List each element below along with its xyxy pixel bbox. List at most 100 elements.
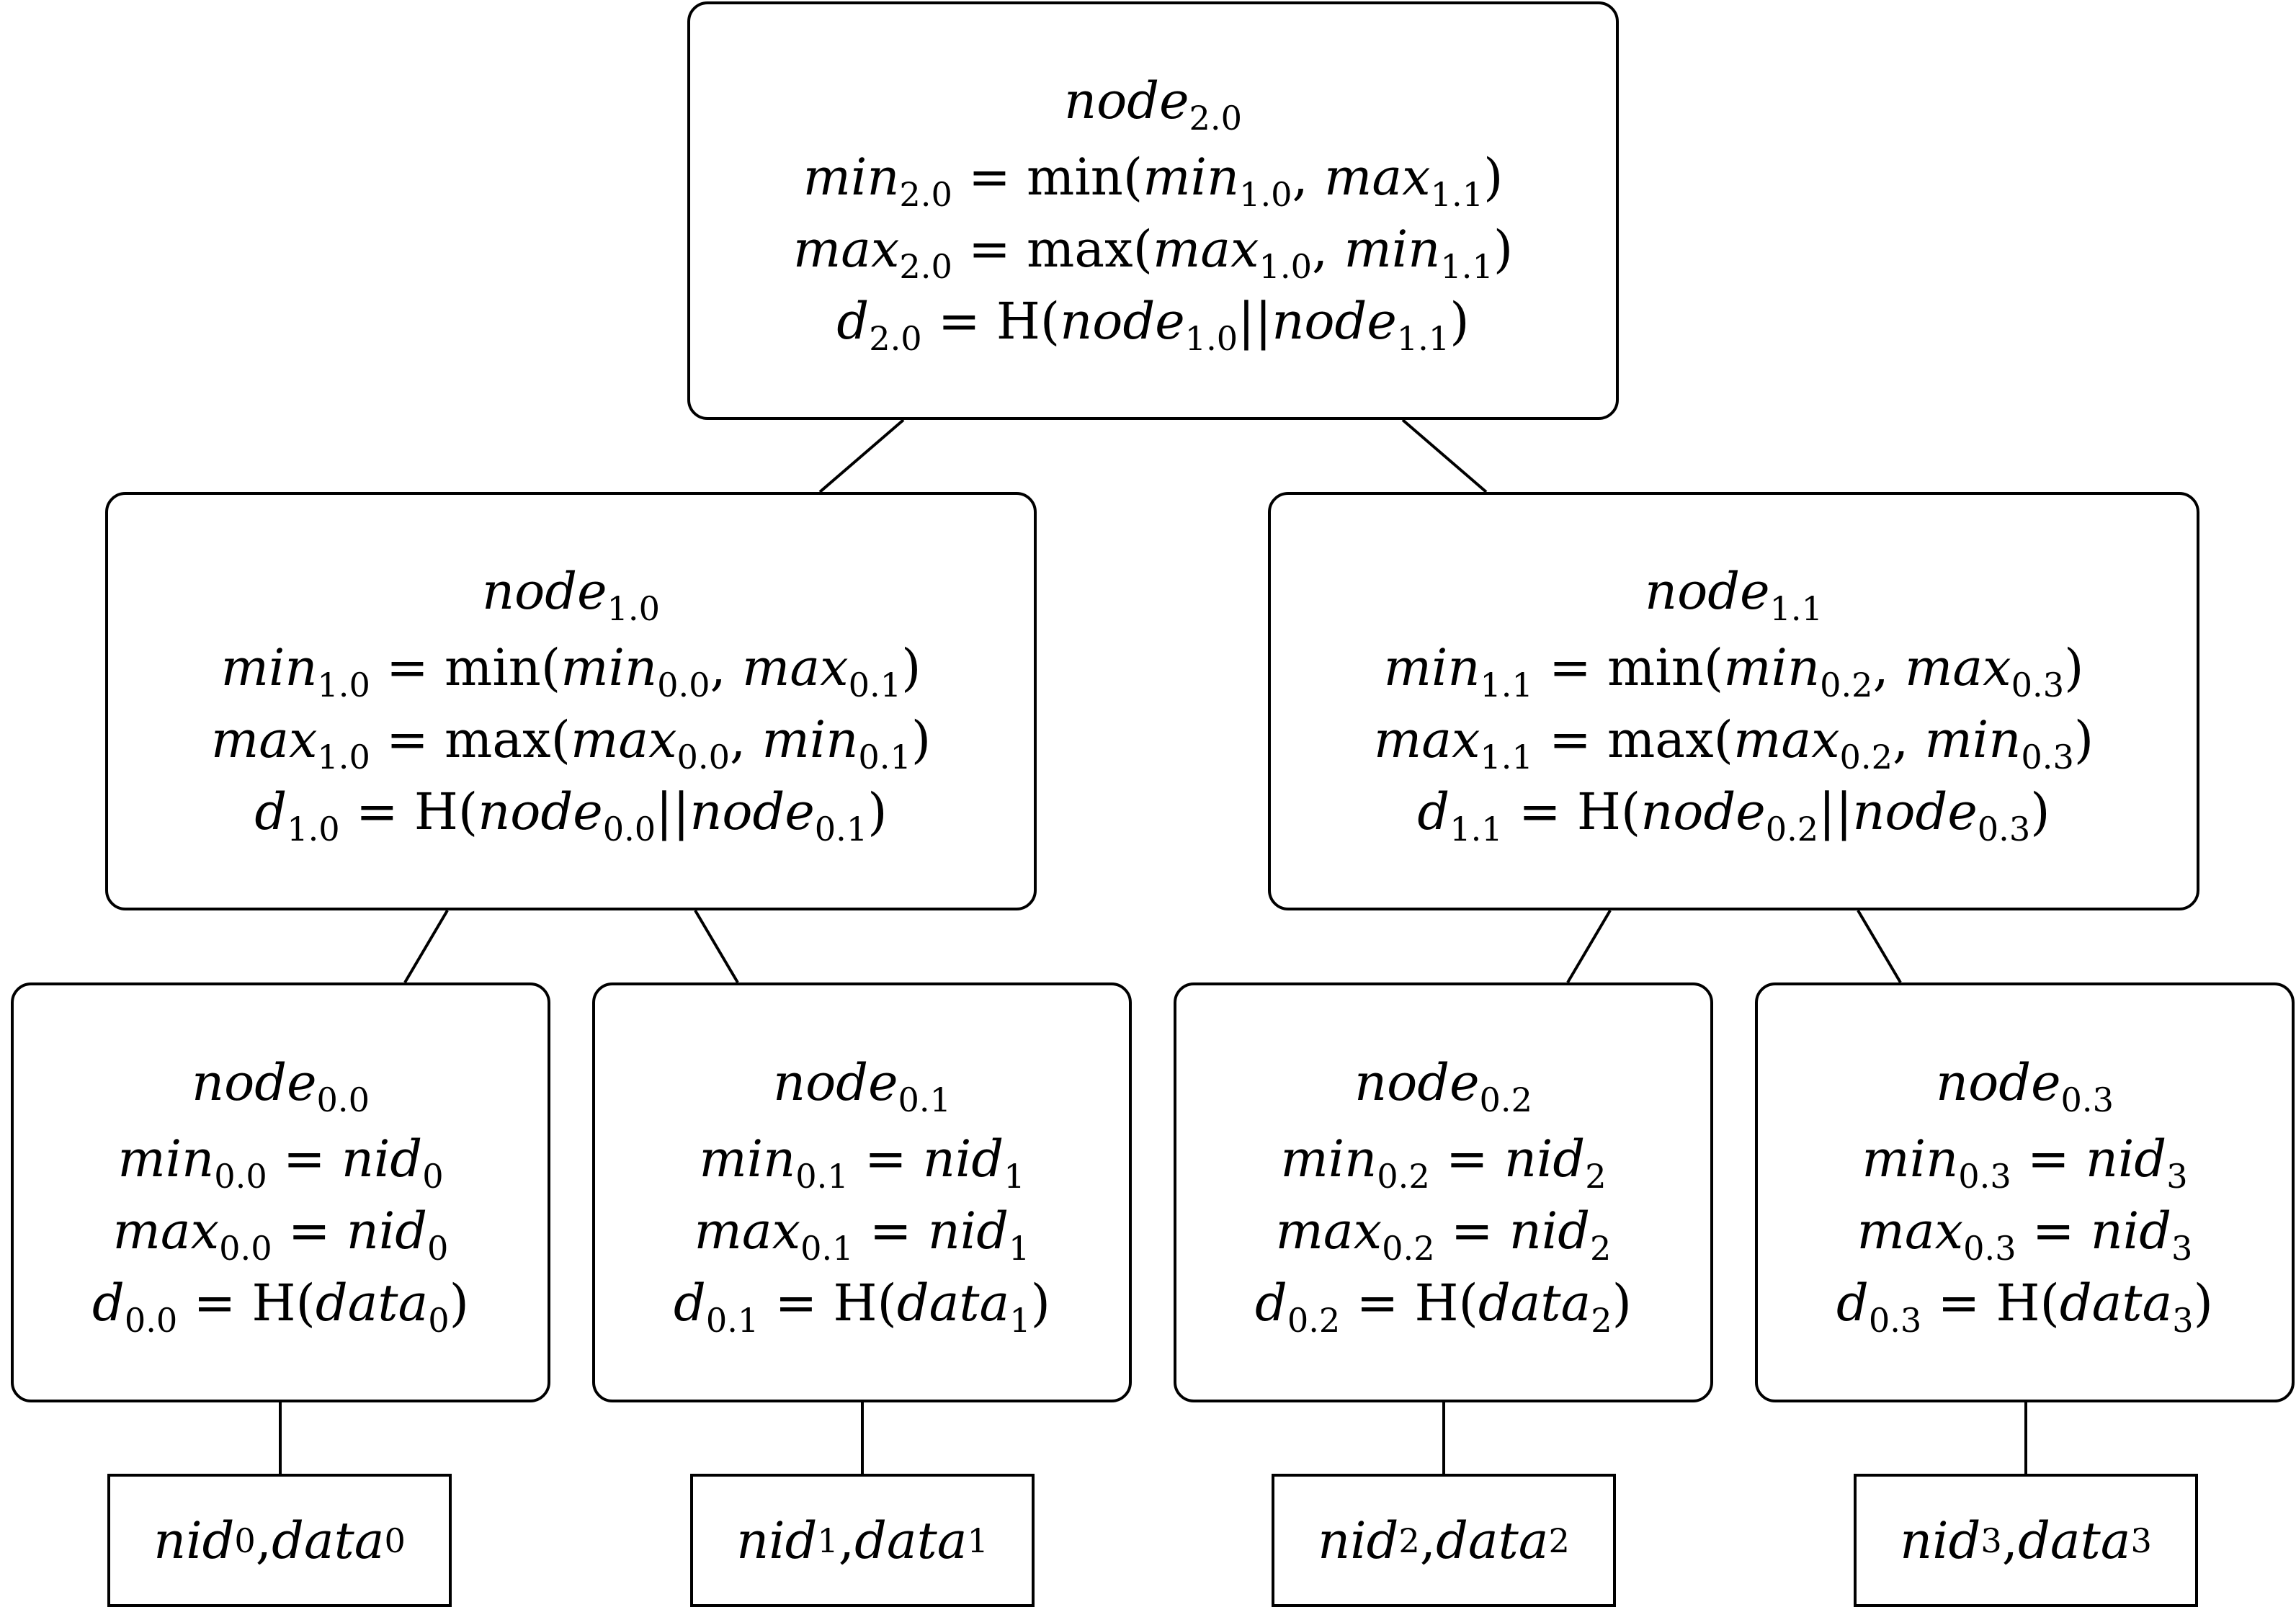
subscript: 1.0: [1184, 318, 1238, 358]
edge-n11-n03: [1857, 909, 1902, 984]
symbol: d: [674, 1273, 706, 1333]
operator: ): [1030, 1273, 1050, 1333]
operator: ||: [1238, 291, 1272, 351]
operator: ,: [1419, 1510, 1437, 1570]
operator: ,: [1292, 147, 1325, 207]
subscript: 0.1: [848, 665, 902, 704]
symbol: min: [699, 1129, 796, 1189]
operator: ): [867, 782, 888, 841]
symbol: nid: [2085, 1129, 2167, 1189]
operator: ): [1449, 291, 1470, 351]
symbol: nid: [1509, 1201, 1591, 1261]
subscript: 2: [1585, 1156, 1607, 1196]
operator: ,: [1872, 637, 1906, 697]
symbol: node: [1354, 1052, 1480, 1112]
node-1-1: node1.1 min1.1 = min(min0.2, max0.3) max…: [1268, 492, 2199, 910]
symbol: nid: [341, 1129, 423, 1189]
operator: ): [1612, 1273, 1632, 1333]
node-2-0: node2.0 min2.0 = min(min1.0, max1.1) max…: [687, 1, 1619, 420]
subscript: 1: [1004, 1156, 1025, 1196]
operator: = max(: [370, 710, 571, 769]
subscript: 3: [2172, 1300, 2194, 1340]
digest-formula: d0.1 = H(data1): [674, 1267, 1050, 1339]
operator: ): [901, 637, 921, 697]
digest-formula: d1.1 = H(node0.2||node0.3): [1417, 776, 2050, 848]
symbol: nid: [927, 1201, 1009, 1261]
operator: ,: [1312, 219, 1344, 279]
symbol: nid: [1318, 1510, 1399, 1570]
subscript: 1: [1009, 1300, 1031, 1340]
subscript: 1.1: [1440, 246, 1493, 286]
operator: ): [911, 710, 932, 769]
symbol: data: [1436, 1510, 1549, 1570]
subscript: 0.3: [1868, 1300, 1922, 1340]
symbol: data: [315, 1273, 429, 1333]
operator: =: [853, 1201, 928, 1261]
operator: =: [2016, 1201, 2091, 1261]
operator: ,: [1893, 710, 1925, 769]
symbol: min: [761, 710, 859, 769]
node-title: node0.2: [1354, 1047, 1532, 1119]
subscript: 0.3: [1963, 1228, 2016, 1268]
subscript: 0.3: [1958, 1156, 2011, 1196]
symbol: min: [1924, 710, 2022, 769]
symbol: min: [117, 1129, 215, 1189]
subscript: 0.2: [1287, 1300, 1341, 1340]
symbol: min: [1344, 219, 1441, 279]
min-formula: min2.0 = min(min1.0, max1.1): [803, 141, 1504, 213]
symbol: min: [1143, 147, 1240, 207]
symbol: data: [2018, 1510, 2131, 1570]
symbol: min: [1280, 1129, 1377, 1189]
symbol: node: [478, 782, 603, 841]
subscript: 1.1: [1480, 737, 1533, 776]
operator: ,: [2001, 1510, 2019, 1570]
operator: = H(: [339, 782, 478, 841]
symbol: nid: [736, 1510, 818, 1570]
max-formula: max0.0 = nid0: [113, 1195, 449, 1267]
operator: =: [2011, 1129, 2086, 1189]
symbol: min: [1862, 1129, 1959, 1189]
subscript: 1.0: [607, 588, 660, 628]
symbol: max: [1905, 637, 2011, 697]
node-1-0: node 1.0 min1.0 = min(min0.0, max0.1) max…: [105, 492, 1037, 910]
symbol: max: [210, 710, 318, 769]
node-title: node1.1: [1645, 555, 1823, 627]
operator: =: [272, 1201, 347, 1261]
operator: ,: [838, 1510, 855, 1570]
subscript: 0.0: [124, 1300, 178, 1340]
symbol: d: [836, 291, 870, 351]
node-0-1: node0.1 min0.1 = nid1 max0.1 = nid1 d0.1…: [592, 982, 1132, 1402]
min-formula: min1.0 = min(min0.0, max0.1): [221, 632, 921, 704]
symbol: min: [803, 147, 900, 207]
symbol: nid: [153, 1510, 235, 1570]
symbol: max: [1275, 1201, 1382, 1261]
symbol: max: [1373, 710, 1480, 769]
subscript: 0.2: [1479, 1080, 1532, 1119]
symbol: nid: [2090, 1201, 2172, 1261]
symbol: nid: [1900, 1510, 1981, 1570]
symbol: node: [689, 782, 815, 841]
symbol: max: [1152, 219, 1259, 279]
operator: ||: [656, 782, 690, 841]
subscript: 0.0: [602, 809, 656, 849]
symbol: data: [854, 1510, 968, 1570]
symbol: node: [773, 1052, 898, 1112]
max-formula: max0.1 = nid1: [694, 1195, 1030, 1267]
subscript: 0.0: [316, 1080, 370, 1119]
edge-n10-n00: [403, 909, 449, 984]
symbol: max: [570, 710, 677, 769]
node-title: node0.0: [192, 1047, 370, 1119]
symbol: data: [896, 1273, 1010, 1333]
edge-n10-n01: [694, 909, 739, 984]
operator: ,: [255, 1510, 272, 1570]
node-0-2: node0.2 min0.2 = nid2 max0.2 = nid2 d0.2…: [1174, 982, 1713, 1402]
symbol: max: [1857, 1201, 1964, 1261]
subscript: 2.0: [899, 246, 952, 286]
operator: = min(: [952, 147, 1143, 207]
operator: ): [1483, 147, 1504, 207]
min-formula: min1.1 = min(min0.2, max0.3): [1384, 632, 2084, 704]
symbol: node: [1645, 561, 1770, 621]
symbol: max: [1733, 710, 1840, 769]
